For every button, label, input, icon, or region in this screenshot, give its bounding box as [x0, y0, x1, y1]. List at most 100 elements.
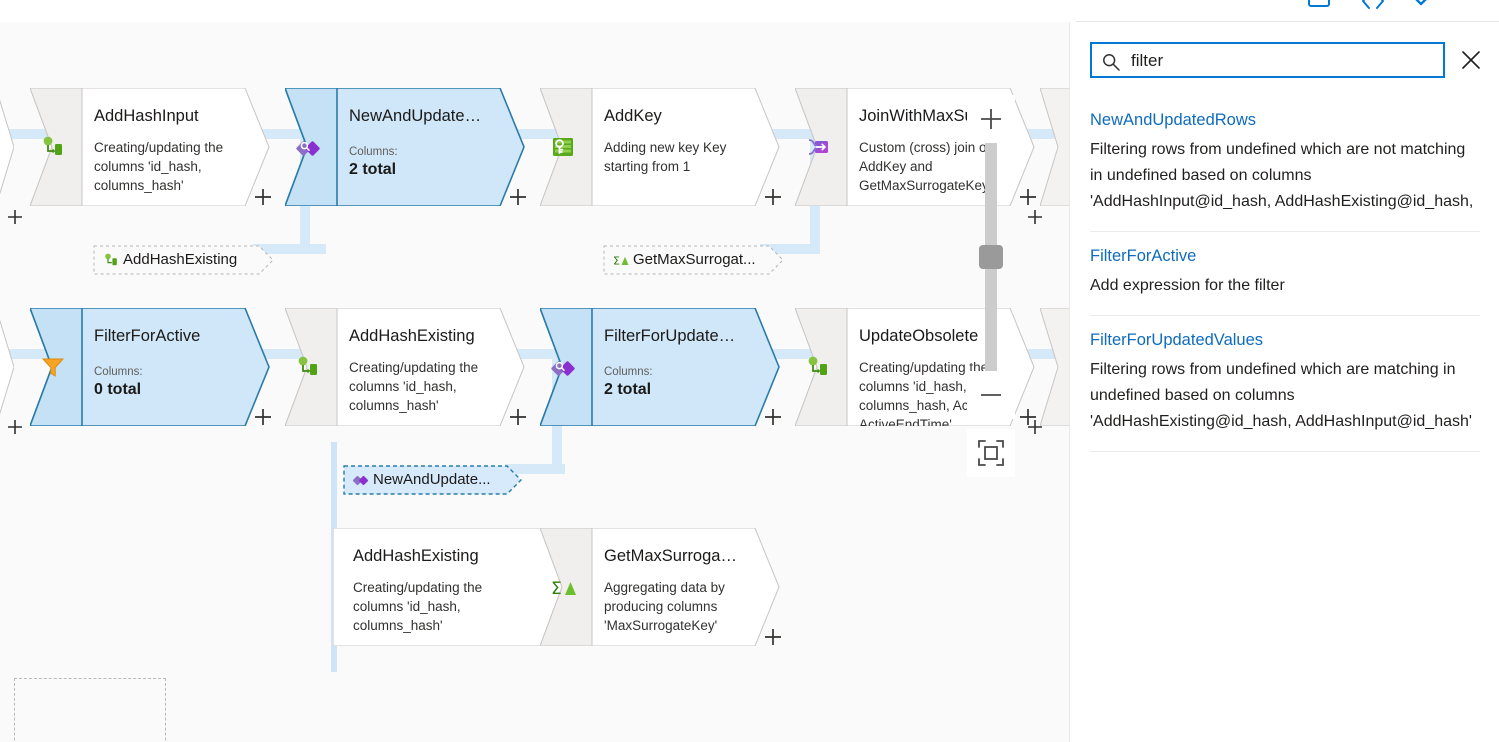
node-body: NewAndUpdated... Columns: 2 total	[343, 88, 491, 206]
add-step-right-bottom-button[interactable]	[1026, 418, 1044, 436]
connector-pipe	[253, 244, 321, 254]
node-body: AddHashExisting Creating/updating the co…	[347, 528, 539, 646]
search-row	[1090, 42, 1480, 78]
node-body: UpdateObsolete Creating/updating the col…	[853, 308, 1001, 426]
add-step-button[interactable]	[1017, 406, 1039, 428]
node-columns-caption: Columns:	[604, 366, 653, 378]
node-title: AddHashInput	[94, 107, 199, 125]
ghost-node-placeholder[interactable]	[14, 678, 166, 742]
search-result-description: Filtering rows from undefined which are …	[1090, 361, 1472, 430]
partial-node-left-top[interactable]	[0, 88, 15, 206]
search-result-title[interactable]: NewAndUpdatedRows	[1090, 111, 1257, 129]
exists-icon	[550, 354, 576, 380]
node-filter-for-updated-values[interactable]: FilterForUpdatedV... Columns: 2 total	[540, 308, 781, 426]
svg-text:Σ: Σ	[551, 579, 562, 599]
partial-node-right-top[interactable]	[1039, 87, 1069, 207]
zoom-out-button[interactable]	[967, 371, 1015, 419]
zoom-control[interactable]	[967, 95, 1063, 477]
search-result-description: Add expression for the filter	[1090, 277, 1285, 294]
pill-shape	[343, 465, 523, 495]
surrogate-key-icon	[550, 134, 576, 160]
connector-pipe	[760, 244, 820, 254]
pill-shape	[603, 245, 785, 275]
aggregate-icon: Σ	[550, 574, 576, 600]
derived-column-icon	[103, 252, 119, 268]
add-step-button[interactable]	[762, 406, 784, 428]
filter-icon	[40, 354, 66, 380]
node-title: AddHashExisting	[353, 547, 479, 565]
connector-pipe	[505, 464, 565, 474]
reference-pill-label: AddHashExisting	[123, 251, 238, 268]
pill-shape	[93, 245, 275, 275]
add-step-left-bottom-button[interactable]	[6, 418, 24, 436]
search-panel: NewAndUpdatedRows Filtering rows from un…	[1070, 22, 1499, 742]
add-step-button[interactable]	[762, 186, 784, 208]
node-description: Custom (cross) join on AddKey and GetMax…	[859, 140, 995, 193]
node-description: Adding new key Key starting from 1	[604, 140, 727, 174]
add-step-button[interactable]	[762, 626, 784, 648]
node-filter-for-active[interactable]: FilterForActive Columns: 0 total	[30, 308, 271, 426]
reference-pill-label: GetMaxSurrogat...	[633, 251, 756, 268]
add-step-left-top-button[interactable]	[6, 208, 24, 226]
derived-column-icon	[805, 354, 831, 380]
join-icon	[805, 134, 831, 160]
add-step-button[interactable]	[1017, 186, 1039, 208]
partial-node-left-bottom[interactable]	[0, 308, 15, 426]
node-title: GetMaxSurrogate...	[604, 547, 740, 565]
node-title: NewAndUpdated...	[349, 107, 485, 125]
node-description: Creating/updating the columns 'id_hash, …	[94, 140, 224, 193]
add-step-button[interactable]	[252, 186, 274, 208]
node-columns-caption: Columns:	[94, 366, 143, 378]
search-result-title[interactable]: FilterForActive	[1090, 247, 1197, 265]
rectangle-icon[interactable]	[1306, 0, 1332, 12]
node-add-hash-input[interactable]: AddHashInput Creating/updating the colum…	[30, 88, 271, 206]
node-add-hash-existing-row2[interactable]: AddHashExisting Creating/updating the co…	[285, 308, 526, 426]
fit-to-screen-button[interactable]	[967, 429, 1015, 477]
zoom-slider-thumb[interactable]	[979, 245, 1003, 269]
close-icon[interactable]	[1458, 47, 1484, 73]
reference-pill-label: NewAndUpdate...	[373, 471, 491, 488]
search-result-item[interactable]: FilterForUpdatedValues Filtering rows fr…	[1090, 316, 1480, 452]
reference-pill-add-hash-existing[interactable]: AddHashExisting	[93, 245, 275, 275]
node-add-hash-existing-row3[interactable]: AddHashExisting Creating/updating the co…	[333, 528, 574, 646]
add-step-button[interactable]	[507, 406, 529, 428]
add-step-button[interactable]	[507, 186, 529, 208]
partial-node-right-bottom[interactable]	[1039, 307, 1069, 427]
node-columns-caption: Columns:	[349, 146, 398, 158]
search-result-item[interactable]: NewAndUpdatedRows Filtering rows from un…	[1090, 96, 1480, 232]
derived-column-icon	[40, 134, 66, 160]
chevron-down-icon[interactable]	[1408, 0, 1434, 12]
node-new-and-updated-rows[interactable]: NewAndUpdated... Columns: 2 total	[285, 88, 526, 206]
flow-canvas[interactable]: ..	[0, 22, 1070, 742]
search-input[interactable]	[1129, 44, 1443, 78]
toolbar-divider	[1076, 21, 1499, 22]
reference-pill-get-max-surrogate[interactable]: Σ GetMaxSurrogat...	[603, 245, 785, 275]
node-description: Creating/updating the columns 'id_hash, …	[353, 580, 483, 633]
node-add-key[interactable]: AddKey Adding new key Key starting from …	[540, 88, 781, 206]
node-columns-value: 2 total	[349, 161, 397, 178]
search-result-title[interactable]: FilterForUpdatedValues	[1090, 331, 1264, 349]
add-step-button[interactable]	[252, 406, 274, 428]
node-columns-value: 2 total	[604, 381, 652, 398]
node-update-obsolete[interactable]: UpdateObsolete Creating/updating the col…	[795, 308, 1036, 426]
node-title: AddHashExisting	[349, 327, 475, 345]
derived-column-icon	[295, 354, 321, 380]
reference-pill-new-and-update[interactable]: NewAndUpdate...	[343, 465, 523, 495]
zoom-in-button[interactable]	[967, 95, 1015, 143]
exists-icon	[295, 134, 321, 160]
node-get-max-surrogate-key[interactable]: Σ GetMaxSurrogate... Aggregating data by…	[540, 528, 781, 646]
add-step-right-top-button[interactable]	[1026, 208, 1044, 226]
search-box[interactable]	[1090, 42, 1445, 78]
node-description: Creating/updating the columns 'id_hash, …	[349, 360, 479, 413]
magnifier-icon	[1101, 52, 1121, 72]
node-body: GetMaxSurrogate... Aggregating data by p…	[598, 528, 746, 646]
exists-icon	[353, 472, 369, 488]
code-brackets-icon[interactable]	[1360, 0, 1386, 12]
top-toolbar	[0, 0, 1499, 22]
node-description: Creating/updating the columns 'id_hash, …	[859, 360, 994, 426]
search-result-item[interactable]: FilterForActive Add expression for the f…	[1090, 232, 1480, 316]
node-description: Aggregating data by producing columns 'M…	[604, 580, 725, 633]
node-body: AddHashExisting Creating/updating the co…	[343, 308, 491, 426]
node-body: FilterForUpdatedV... Columns: 2 total	[598, 308, 746, 426]
